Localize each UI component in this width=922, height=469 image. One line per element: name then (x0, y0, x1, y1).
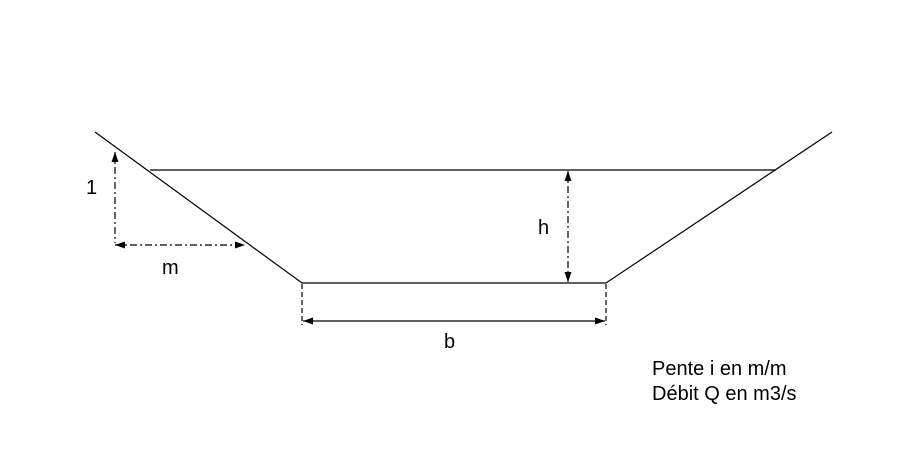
slope-unit-note: Pente i en m/m (652, 358, 787, 380)
right-bank-line (605, 131, 833, 284)
depth-label: h (538, 217, 549, 239)
slope-horizontal-label: m (162, 257, 179, 279)
bottom-width-label: b (444, 331, 455, 353)
left-bank-line (94, 131, 303, 284)
slope-vertical-label: 1 (86, 177, 97, 199)
discharge-unit-note: Débit Q en m3/s (652, 383, 797, 405)
units-note: Pente i en m/m Débit Q en m3/s (652, 357, 797, 407)
